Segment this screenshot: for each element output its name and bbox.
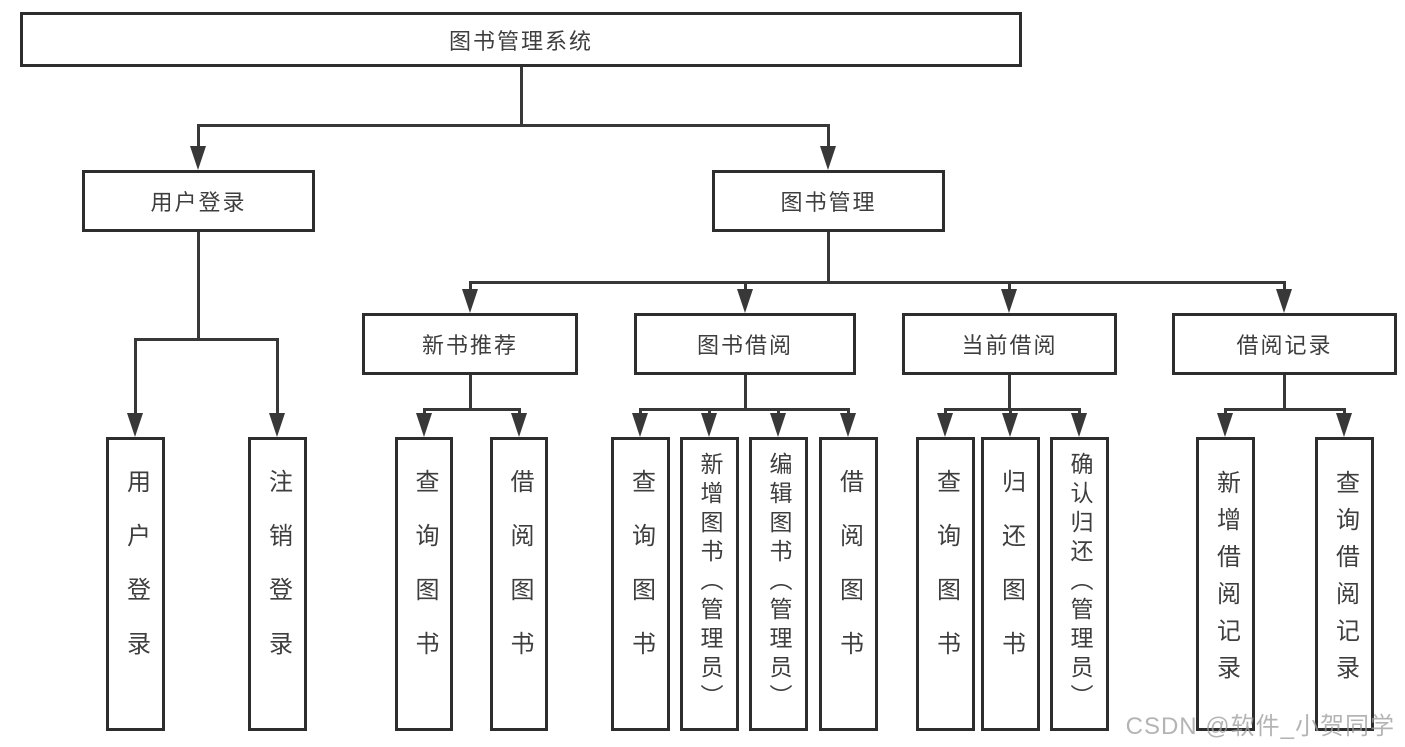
connector-line-vertical [1342, 408, 1346, 417]
connector-line-vertical [1007, 375, 1011, 411]
leaf-borrow-books-recommend: 借阅图书 [490, 437, 548, 731]
arrow-head [190, 146, 206, 170]
arrow-head [462, 289, 478, 313]
connector-line-vertical [422, 408, 426, 417]
leaf-query-borrow-record: 查询借阅记录 [1315, 437, 1374, 731]
leaf-logout: 注销登录 [248, 437, 307, 731]
node-book-management: 图书管理 [712, 170, 945, 232]
node-book-borrowing: 图书借阅 [634, 313, 856, 375]
connector-line-vertical [1223, 408, 1227, 417]
connector-line-vertical [943, 408, 947, 417]
connector-line-vertical [275, 338, 279, 417]
leaf-user-login: 用户登录 [106, 437, 165, 731]
arrow-head [701, 413, 717, 437]
arrow-head [1002, 413, 1018, 437]
node-book-management-label: 图书管理 [780, 190, 877, 215]
leaf-add-books-admin-label: 新增图书（管理员） [697, 452, 723, 713]
leaf-query-books-recommend-label: 查询图书 [411, 468, 438, 685]
connector-line-horizontal [196, 124, 830, 127]
leaf-query-books-current-label: 查询图书 [932, 468, 960, 685]
connector-line-vertical [517, 408, 521, 417]
leaf-borrow-books-label: 借阅图书 [835, 468, 863, 685]
node-borrowing-records-label: 借阅记录 [1236, 333, 1333, 358]
leaf-confirm-return-admin: 确认归还（管理员） [1050, 437, 1109, 731]
connector-line-vertical [133, 338, 137, 417]
connector-line-horizontal [133, 338, 279, 341]
connector-line-horizontal [468, 281, 1286, 284]
leaf-edit-books-admin-label: 编辑图书（管理员） [766, 452, 792, 713]
arrow-head [127, 413, 143, 437]
arrow-head [416, 413, 432, 437]
leaf-query-books-borrow: 查询图书 [611, 437, 670, 731]
arrow-head [1276, 289, 1292, 313]
arrow-head [1001, 289, 1017, 313]
leaf-confirm-return-admin-label: 确认归还（管理员） [1067, 452, 1093, 713]
node-new-book-recommend: 新书推荐 [362, 313, 578, 375]
connector-line-vertical [707, 408, 711, 417]
node-new-book-recommend-label: 新书推荐 [421, 333, 518, 358]
node-user-login: 用户登录 [82, 170, 315, 232]
leaf-user-login-label: 用户登录 [122, 468, 150, 685]
arrow-head [511, 413, 527, 437]
leaf-query-books-recommend: 查询图书 [395, 437, 453, 731]
arrow-head [737, 289, 753, 313]
connector-line-vertical [1008, 408, 1012, 417]
connector-line-vertical [826, 232, 830, 284]
connector-line-horizontal [1223, 408, 1346, 411]
arrow-head [1071, 413, 1087, 437]
arrow-head [840, 413, 856, 437]
node-current-borrowing: 当前借阅 [902, 313, 1117, 375]
csdn-watermark: CSDN @软件_小贺同学 [1125, 713, 1395, 740]
connector-line-vertical [1282, 281, 1286, 293]
connector-line-vertical [468, 375, 472, 411]
leaf-logout-label: 注销登录 [264, 468, 292, 685]
leaf-return-books-label: 归还图书 [997, 468, 1025, 685]
connector-line-vertical [1077, 408, 1081, 417]
connector-line-vertical [846, 408, 850, 417]
leaf-add-borrow-record: 新增借阅记录 [1196, 437, 1255, 731]
connector-line-vertical [1007, 281, 1011, 293]
node-book-borrowing-label: 图书借阅 [696, 333, 793, 358]
leaf-query-books-current: 查询图书 [916, 437, 975, 731]
arrow-head [1336, 413, 1352, 437]
leaf-query-books-borrow-label: 查询图书 [627, 468, 655, 685]
connector-line-vertical [638, 408, 642, 417]
arrow-head [937, 413, 953, 437]
arrow-head [1217, 413, 1233, 437]
connector-line-vertical [196, 124, 200, 150]
arrow-head [632, 413, 648, 437]
leaf-return-books: 归还图书 [981, 437, 1040, 731]
connector-line-vertical [1282, 375, 1286, 411]
node-user-login-label: 用户登录 [150, 190, 247, 215]
leaf-add-books-admin: 新增图书（管理员） [680, 437, 739, 731]
leaf-query-borrow-record-label: 查询借阅记录 [1331, 470, 1359, 692]
node-current-borrowing-label: 当前借阅 [961, 333, 1058, 358]
node-root-label: 图书管理系统 [448, 28, 593, 54]
connector-line-horizontal [422, 408, 521, 411]
connector-line-vertical [776, 408, 780, 417]
connector-line-vertical [468, 281, 472, 293]
node-root: 图书管理系统 [20, 12, 1022, 67]
connector-line-vertical [743, 375, 747, 411]
arrow-head [770, 413, 786, 437]
connector-line-vertical [196, 232, 200, 341]
connector-line-vertical [826, 124, 830, 150]
leaf-edit-books-admin: 编辑图书（管理员） [749, 437, 808, 731]
connector-line-horizontal [943, 408, 1081, 411]
leaf-add-borrow-record-label: 新增借阅记录 [1212, 470, 1240, 692]
connector-line-vertical [519, 67, 523, 127]
leaf-borrow-books-recommend-label: 借阅图书 [506, 468, 533, 685]
arrow-head [269, 413, 285, 437]
connector-line-vertical [743, 281, 747, 293]
connector-line-horizontal [638, 408, 850, 411]
arrow-head [820, 146, 836, 170]
node-borrowing-records: 借阅记录 [1172, 313, 1397, 375]
leaf-borrow-books: 借阅图书 [819, 437, 878, 731]
